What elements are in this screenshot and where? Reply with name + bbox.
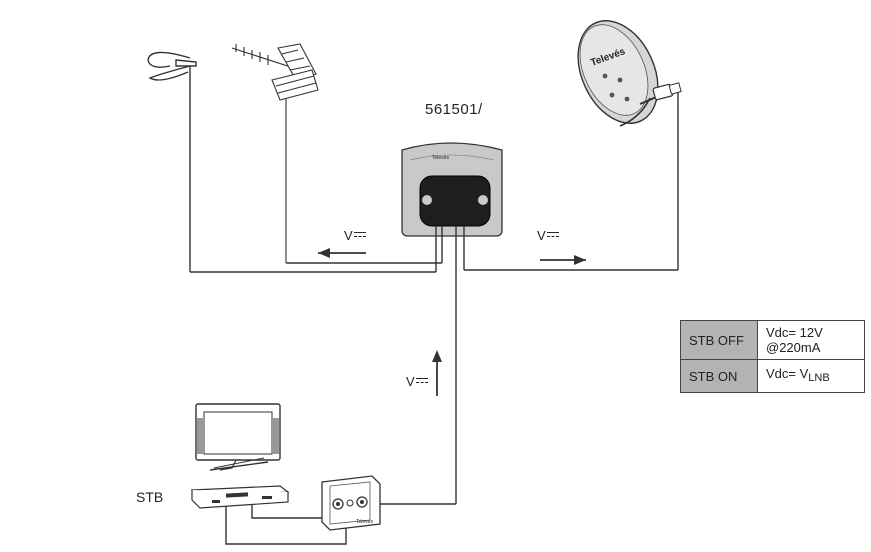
wall-plate-brand-text: Televes	[356, 519, 373, 525]
table-row: STB ON Vdc= VLNB	[680, 359, 865, 393]
dc-symbol-icon	[353, 232, 366, 239]
fm-loop-antenna-icon	[147, 51, 197, 272]
value-line-1: Vdc= V	[766, 366, 809, 381]
terrestrial-antenna-icon	[231, 43, 319, 263]
voltage-label-up: V	[406, 374, 428, 389]
dc-symbol-icon	[546, 232, 559, 239]
value-subscript: LNB	[808, 372, 830, 384]
tv-icon	[195, 403, 281, 471]
table-cell-value: Vdc= 12V @220mA	[757, 320, 865, 360]
wall-outlet-icon: Televes	[321, 475, 381, 531]
stb-status-table: STB OFF Vdc= 12V @220mA STB ON Vdc= VLNB	[680, 320, 865, 393]
value-line-1: Vdc= 12V	[766, 325, 823, 340]
arrow-right-icon	[540, 255, 586, 265]
stb-label: STB	[136, 489, 164, 505]
tv-cable	[251, 504, 336, 519]
voltage-label-left: V	[344, 228, 366, 243]
power-unit-device: Televés	[401, 142, 503, 504]
table-cell-state: STB ON	[680, 359, 758, 393]
arrow-left-icon	[318, 248, 366, 258]
voltage-label-up-text: V	[406, 374, 415, 389]
dc-symbol-icon	[415, 378, 428, 385]
table-cell-value: Vdc= VLNB	[757, 359, 865, 393]
voltage-label-right-text: V	[537, 228, 546, 243]
voltage-label-left-text: V	[344, 228, 353, 243]
cables	[190, 262, 678, 545]
value-line-2: @220mA	[766, 340, 821, 355]
table-row: STB OFF Vdc= 12V @220mA	[680, 320, 865, 360]
stb-device-icon	[190, 485, 290, 509]
device-brand-text: Televés	[432, 155, 449, 161]
model-label: 561501/	[425, 101, 483, 118]
arrow-up-icon	[432, 350, 442, 396]
satellite-dish-icon: Televés	[577, 20, 682, 270]
voltage-label-right: V	[537, 228, 559, 243]
table-cell-state: STB OFF	[680, 320, 758, 360]
